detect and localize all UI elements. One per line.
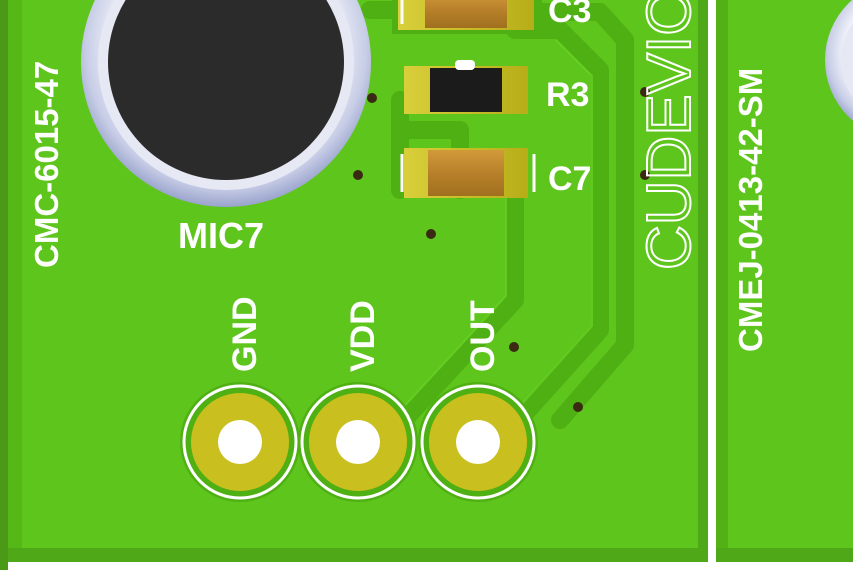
vias [353, 87, 650, 412]
mic-label: MIC7 [178, 215, 264, 256]
capacitor-c3 [392, 0, 542, 34]
board-right [716, 0, 853, 562]
pin-label-vdd: VDD [344, 300, 382, 372]
header-pins [180, 382, 538, 502]
microphone-mic7 [81, 0, 371, 207]
pin-out-pad [418, 382, 538, 502]
resistor-r3 [404, 60, 528, 114]
pin-label-gnd: GND [226, 296, 264, 372]
label-r3: R3 [546, 76, 589, 114]
part-number-right: CMEJ-0413-42-SM [732, 68, 769, 352]
label-c7: C7 [548, 160, 591, 198]
pin-vdd-pad [298, 382, 418, 502]
part-number-left: CMC-6015-47 [28, 61, 65, 268]
capacitor-c7 [400, 148, 536, 198]
pin-label-out: OUT [464, 300, 502, 372]
logo-text: CUDEVICES [635, 0, 704, 270]
label-c3: C3 [548, 0, 591, 30]
microphone-right [825, 0, 853, 121]
pin-gnd-pad [180, 382, 300, 502]
